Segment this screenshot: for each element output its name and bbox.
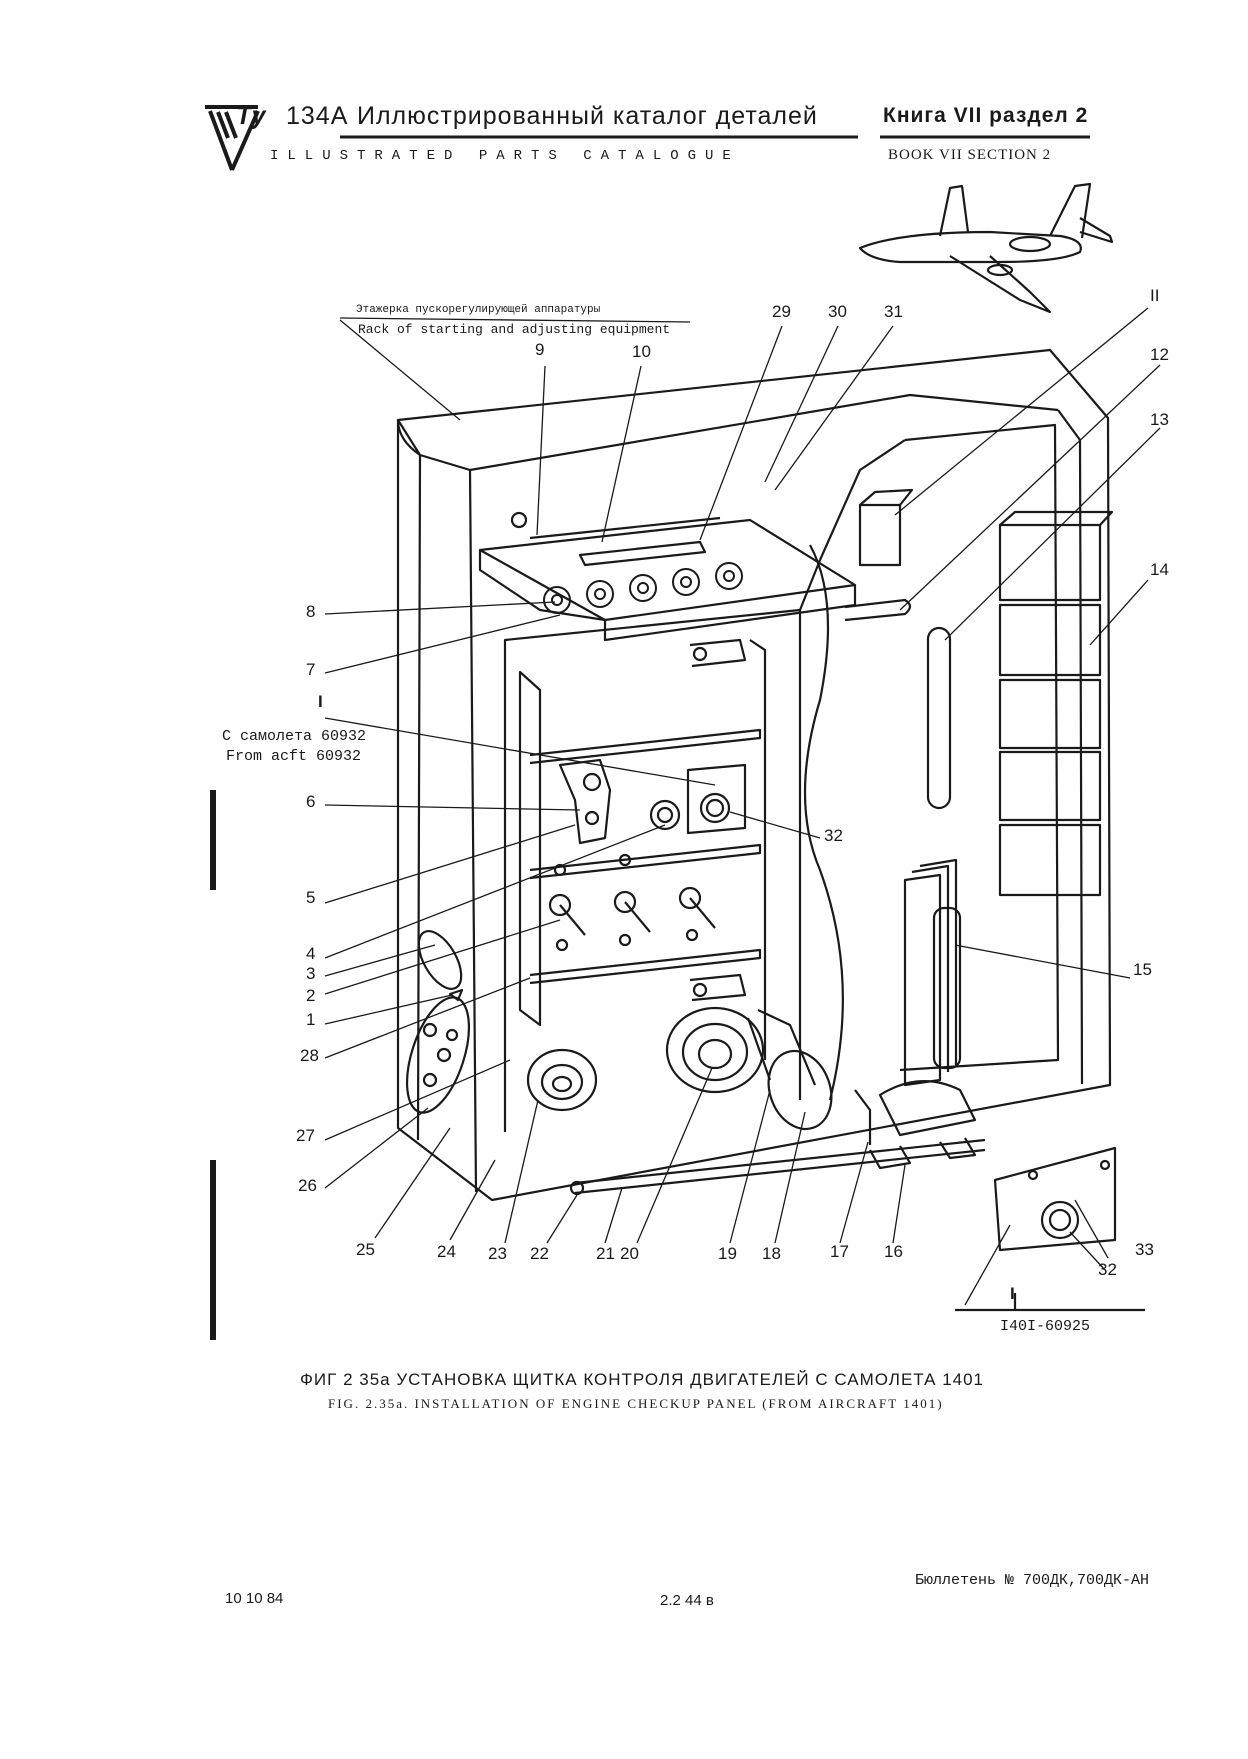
footer-date: 10 10 84	[225, 1590, 284, 1607]
from-aircraft-ru: С самолета 60932	[222, 728, 367, 745]
callout-33: 33	[1135, 1240, 1154, 1259]
callout-I-bottom: I	[1010, 1284, 1015, 1303]
callout-4: 4	[306, 944, 316, 963]
callout-29: 29	[772, 302, 791, 321]
catalog-title-ru: Иллюстрированный каталог деталей	[357, 102, 818, 130]
callout-19: 19	[718, 1244, 737, 1263]
callout-24: 24	[437, 1242, 456, 1261]
callout-1: 1	[306, 1010, 316, 1029]
callout-15: 15	[1133, 960, 1152, 979]
tupolev-logo-icon	[205, 105, 1090, 171]
callout-32-inset: 32	[1098, 1260, 1117, 1279]
inset-code: I40I-60925	[1000, 1318, 1091, 1335]
callout-11: II	[1150, 286, 1160, 305]
book-section-ru: Книга VII раздел 2	[883, 104, 1089, 127]
caption-en: FIG. 2.35a. INSTALLATION OF ENGINE CHECK…	[328, 1396, 944, 1411]
caption-ru: ФИГ 2 35а УСТАНОВКА ЩИТКА КОНТРОЛЯ ДВИГА…	[300, 1370, 985, 1389]
callout-17: 17	[830, 1242, 849, 1261]
callout-12: 12	[1150, 345, 1169, 364]
callout-20: 20	[620, 1244, 639, 1263]
logo-text: Ту	[236, 102, 267, 130]
callout-21: 21	[596, 1244, 615, 1263]
callout-18: 18	[762, 1244, 781, 1263]
catalog-title-en: ILLUSTRATED PARTS CATALOGUE	[270, 148, 740, 164]
callout-30: 30	[828, 302, 847, 321]
book-section-en: BOOK VII SECTION 2	[888, 147, 1052, 163]
callout-6: 6	[306, 792, 316, 811]
callout-23: 23	[488, 1244, 507, 1263]
callout-13: 13	[1150, 410, 1169, 429]
margin-bar-top	[210, 790, 216, 890]
callout-7: 7	[306, 660, 316, 679]
callout-I-top: I	[318, 692, 323, 711]
callout-9: 9	[535, 340, 545, 359]
callout-14: 14	[1150, 560, 1169, 579]
callout-27: 27	[296, 1126, 315, 1145]
callout-31: 31	[884, 302, 903, 321]
callout-28: 28	[300, 1046, 319, 1065]
footer-page-number: 2.2 44 в	[660, 1592, 714, 1609]
callout-25: 25	[356, 1240, 375, 1259]
from-aircraft-en: From acft 60932	[226, 748, 362, 765]
catalog-model: 134А	[286, 102, 349, 130]
callout-5: 5	[306, 888, 316, 907]
rack-label-ru: Этажерка пускорегулирующей аппаратуры	[356, 304, 601, 316]
callout-32-panel: 32	[824, 826, 843, 845]
callout-26: 26	[298, 1176, 317, 1195]
callout-2: 2	[306, 986, 316, 1005]
callout-3: 3	[306, 964, 316, 983]
callout-8: 8	[306, 602, 316, 621]
footer-bulletin: Бюллетень № 700ДК,700ДК-АН	[915, 1572, 1150, 1589]
callout-16: 16	[884, 1242, 903, 1261]
callout-22: 22	[530, 1244, 549, 1263]
engine-panel-drawing	[210, 182, 1161, 1340]
rack-label-en: Rack of starting and adjusting equipment	[358, 322, 671, 337]
leader-lines	[324, 307, 1161, 1306]
margin-bar-bottom	[210, 1160, 216, 1340]
aircraft-silhouette-icon	[858, 182, 1114, 314]
callout-10: 10	[632, 342, 651, 361]
